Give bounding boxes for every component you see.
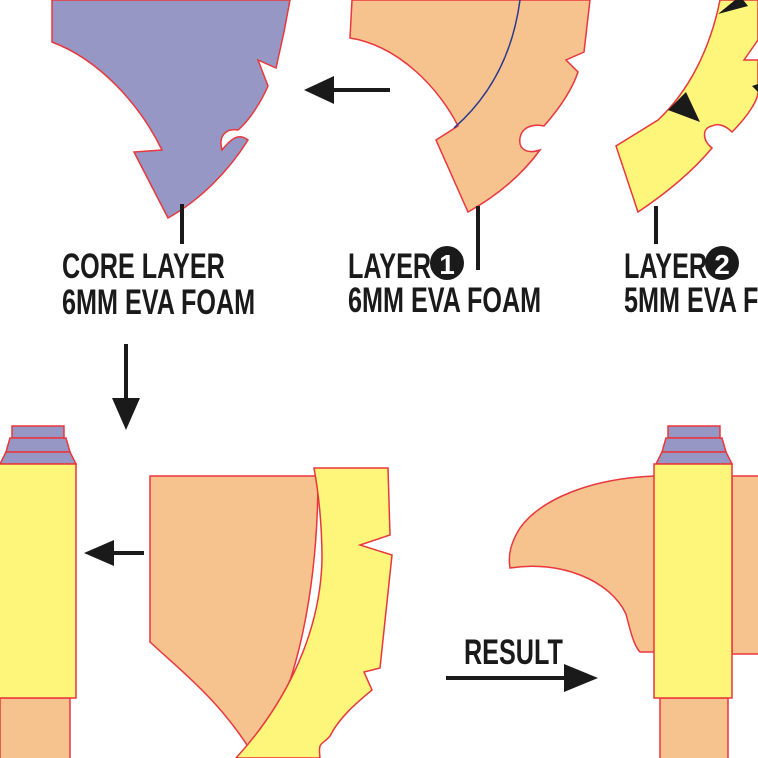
axe-head-assembly — [149, 467, 393, 758]
arrow-left-icon — [84, 540, 144, 566]
arrow-down-icon — [112, 344, 140, 430]
number-badge-icon: 2 — [705, 246, 739, 280]
core-layer-piece — [51, 0, 291, 220]
core-label-line1: CORE LAYER — [62, 247, 225, 286]
triangle-mark-icon — [752, 84, 758, 92]
triangle-mark-icon — [668, 92, 700, 122]
layer1-label-line2: 6MM EVA FOAM — [348, 281, 541, 320]
triangle-mark-icon — [718, 0, 748, 14]
arrow-right-icon — [446, 664, 598, 692]
layer2-label-line2: 5MM EVA F — [624, 281, 758, 320]
svg-text:1: 1 — [439, 249, 455, 280]
arrow-left-icon — [304, 76, 390, 104]
layer1-piece — [349, 0, 591, 214]
result-blade — [508, 475, 657, 653]
finished-axe — [508, 425, 758, 758]
layer1-seam-line — [453, 0, 521, 129]
svg-text:2: 2 — [714, 249, 730, 280]
result-label: RESULT — [464, 633, 563, 672]
layer2-label-prefix: LAYER — [624, 247, 707, 286]
number-badge-icon: 1 — [430, 246, 464, 280]
core-label-line2: 6MM EVA FOAM — [62, 283, 255, 322]
layer1-label-prefix: LAYER — [348, 247, 431, 286]
handle-assembly-left — [0, 425, 78, 758]
